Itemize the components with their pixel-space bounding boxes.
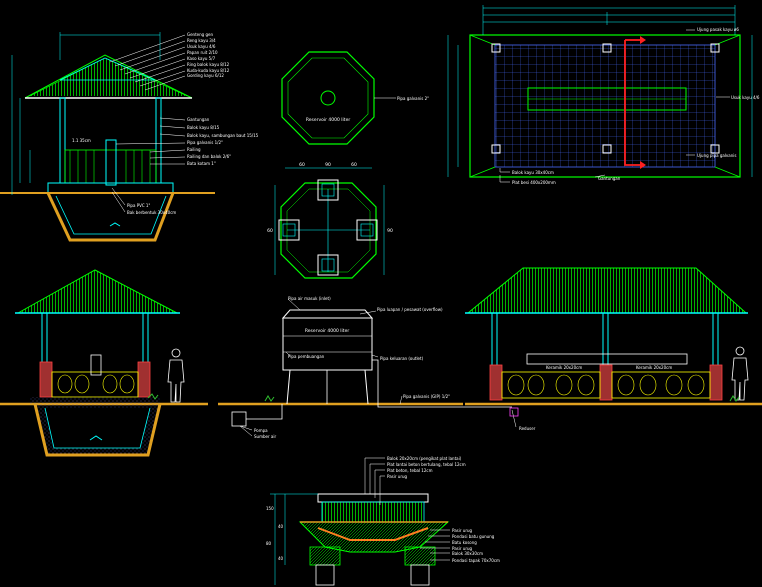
pump-box	[231, 411, 247, 427]
body-callout-6: Railing dan balok 2/6"	[187, 154, 231, 159]
elevation-left	[0, 269, 208, 457]
lower-callout-2: Bak berbentuk 30x40cm	[127, 210, 176, 215]
detail-callout-top-3: Plat beton, tebal 12cm	[387, 468, 433, 473]
detail-dim-1: 150	[266, 506, 274, 511]
roof-plan-callout-5: Plat besi 400x200mm	[512, 180, 556, 185]
roof-plan-outline	[469, 34, 741, 178]
center-pipe-post	[105, 139, 117, 186]
elev-right-counter	[526, 353, 688, 365]
detail-callout-right-4: Pasir urug	[452, 546, 473, 551]
body-callout-5: Railing	[187, 147, 201, 152]
footing-dim-4: 90	[387, 228, 393, 234]
section-dim-label: 1.1 35cm	[72, 138, 91, 143]
section-railing	[64, 149, 157, 184]
footing-detail: 150 40 80 40 Balok 20x20cm (pengikat pla…	[266, 456, 500, 586]
outlet-pipe	[372, 359, 512, 408]
roof-plan-callout-2: Usuk kayu 4/6	[731, 95, 760, 100]
roof-callout-7: Kuda-kuda kayu 8/12	[187, 68, 230, 73]
detail-callout-top-2: Plat lantai beton bertulang, tebal 12cm	[387, 462, 466, 467]
body-callout-2: Balok kayu 8/15	[187, 125, 220, 130]
detail-callout-right-5: Balok 30x30cm	[452, 551, 483, 556]
footing-octagon	[280, 182, 377, 279]
octagon-plan: Reservoir 4000 liter Pipa galvanis 2"	[281, 51, 429, 145]
reservoir-callout-reducer: Reduser	[519, 426, 536, 431]
person-silhouette-right	[731, 346, 749, 401]
elev-right-roof	[466, 267, 748, 314]
reservoir-callout-drain: Pipa pembuangan	[288, 354, 325, 359]
section-well-pit	[46, 192, 175, 242]
reservoir-elevation: Reservoir 4000 liter Pipa air masuk (inl…	[218, 296, 536, 439]
footing-dim-1: 60	[299, 162, 305, 168]
detail-callout-top-1: Balok 20x20cm (pengikat plat lantai)	[387, 456, 462, 461]
pipe-route-red	[624, 40, 640, 166]
reservoir-callout-pump: Pompa	[254, 428, 268, 433]
footing-pad-bottom	[317, 254, 339, 276]
roof-plan-callout-3: Ujung pipa galvanis	[697, 153, 736, 158]
body-callout-7: Bata kotam 1"	[187, 161, 216, 166]
roof-callout-5: Kaso kayu 5/7	[187, 56, 216, 61]
elev-right-railing-right	[611, 371, 711, 399]
footing-pad-left	[278, 219, 300, 241]
footing-dim-3: 60	[351, 162, 357, 168]
section-roof-tiles	[29, 57, 188, 97]
body-callout-4: Pipa galvanis 1/2"	[187, 140, 223, 145]
detail-callout-right-3: Batu kosong	[452, 540, 477, 545]
reservoir-callout-source: Sumber air	[254, 434, 276, 439]
detail-callout-right-2: Pondasi batu gunung	[452, 534, 495, 539]
octagon-callout: Pipa galvanis 2"	[397, 96, 429, 101]
reservoir-callout-inlet: Pipa air masuk (inlet)	[288, 296, 331, 301]
elevation-right: Keramik 20x20cm Keramik 20x20cm	[465, 267, 762, 406]
octagon-center-pipe	[320, 90, 336, 106]
roof-callout-6: Ring balok kayu 8/12	[187, 62, 230, 67]
reservoir-callout-pipe: Pipa galvanis (GIP) 1/2"	[403, 394, 450, 399]
octagon-label: Reservoir 4000 liter	[306, 117, 351, 123]
detail-callout-right-6: Pondasi tapak 70x70cm	[452, 558, 500, 563]
detail-callout-top-4: Pasir urug	[387, 474, 408, 479]
detail-callout-right-1: Pasir urug	[452, 528, 473, 533]
roof-callout-8: Gording kayu 6/12	[187, 73, 224, 78]
roof-callout-1: Genteng gen	[187, 32, 213, 37]
octagon-outer	[281, 51, 375, 145]
reservoir-tank-label: Reservoir 4000 liter	[305, 328, 350, 334]
body-callout-3: Balok kayu, sambungan baut 15/15	[187, 133, 259, 138]
footing-pad-right	[356, 219, 378, 241]
roof-callout-2: Reng kayu 3/4	[187, 38, 216, 43]
gazebo-section: 1.1 35cm Genteng gen Reng kayu 3/4 Usuk …	[0, 32, 259, 242]
column-left	[59, 97, 66, 184]
footing-dim-2: 90	[325, 162, 331, 168]
footing-plan: 60 90 60 90 60	[267, 162, 393, 279]
elev-right-label-1: Keramik 20x20cm	[546, 365, 582, 370]
person-silhouette-left	[167, 348, 185, 403]
detail-top-slab	[317, 493, 429, 503]
roof-plan-callout-4: Balok kayu 30x40cm	[512, 170, 554, 175]
roof-plan-callout-1: Ujung pasak kayu ø6	[697, 27, 739, 32]
roof-plan: Ujung pasak kayu ø6 Usuk kayu 4/6 Ujung …	[447, 5, 760, 185]
roof-callout-4: Papan ruit 2/10	[187, 50, 218, 55]
elev-right-label-2: Keramik 20x20cm	[636, 365, 672, 370]
reservoir-tank	[282, 317, 373, 371]
body-callout-1: Gantungan	[187, 117, 210, 122]
roof-callout-3: Usuk kayu 4/6	[187, 44, 216, 49]
elev-right-railing-left	[501, 371, 601, 399]
detail-beam	[321, 501, 425, 523]
detail-dim-3: 80	[266, 541, 272, 546]
roof-plan-callout-6: Gantungan	[598, 176, 621, 181]
detail-dim-4: 40	[278, 556, 284, 561]
column-right	[155, 97, 162, 184]
roof-plan-grid	[494, 44, 716, 168]
reservoir-callout-outlet: Pipa keluaran (outlet)	[380, 356, 424, 361]
lower-callout-1: Pipa PVC 1"	[127, 203, 150, 208]
footing-dim-5: 60	[267, 228, 273, 234]
reservoir-callout-overflow: Pipa luapan / pesawat (overflow)	[377, 307, 443, 312]
detail-dim-2: 40	[278, 524, 284, 529]
elev-left-pier-left	[39, 361, 53, 398]
footing-pad-top	[317, 179, 339, 201]
elev-left-roof	[16, 269, 178, 314]
elev-left-pier-right	[137, 361, 151, 398]
